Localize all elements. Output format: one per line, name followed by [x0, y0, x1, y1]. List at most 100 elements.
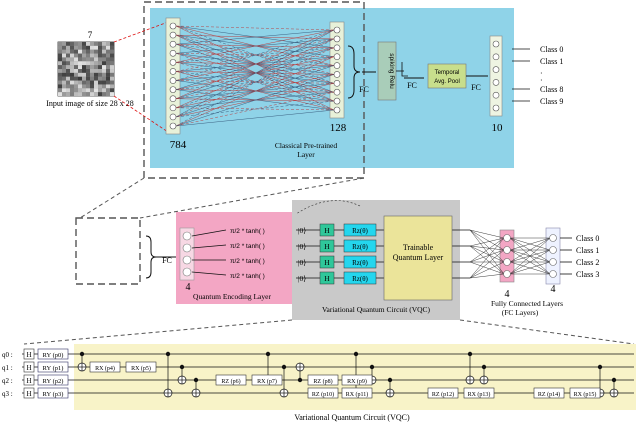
input-pixel [90, 49, 94, 54]
pretrained-line2: Layer [297, 150, 315, 159]
input-pixel [102, 61, 106, 66]
neuron-128 [333, 53, 341, 60]
encoding-neuron [182, 255, 192, 265]
input-pixel [102, 80, 106, 85]
output-neuron [549, 270, 557, 278]
fc-label-mid: FC [162, 256, 172, 265]
rz-gate-label: Rz(θ) [352, 243, 368, 251]
input-pixel [110, 88, 114, 93]
rotation-gate-label: RX (p15) [574, 391, 597, 398]
input-pixel [82, 61, 86, 66]
input-pixel [98, 84, 102, 89]
neuron-10 [492, 104, 500, 112]
input-pixel [94, 84, 98, 89]
rotation-gate-label: RX (p13) [468, 391, 491, 398]
fc-connection [469, 229, 505, 263]
input-pixel [70, 88, 74, 93]
connection [175, 38, 335, 127]
input-pixel [90, 72, 94, 77]
label-10: 10 [492, 122, 504, 134]
top-class-label: · [540, 69, 543, 78]
input-pixel [70, 53, 74, 58]
rotation-gate-label: RX (p7) [257, 378, 277, 385]
rz-gate [343, 271, 377, 285]
mid-class-label: Class 2 [576, 258, 599, 267]
input-pixel [62, 88, 66, 93]
input-pixel [66, 84, 70, 89]
neuron-128 [333, 62, 341, 69]
connection [175, 25, 335, 31]
input-pixel [62, 57, 66, 62]
label-4-enc: 4 [186, 282, 191, 293]
input-pixel [86, 84, 90, 89]
fc-network [469, 227, 561, 285]
classical-section: 7 Input image of size 28 x 28 784 128 Cl… [46, 1, 563, 179]
neuron-784 [169, 31, 177, 39]
ry-gate-label: RY (p3) [43, 391, 64, 398]
input-pixel [58, 72, 62, 77]
input-pixel [110, 92, 114, 97]
rotation-gate [427, 387, 459, 399]
trainable-line1: Trainable [403, 243, 434, 252]
input-pixel [58, 65, 62, 70]
input-pixel [94, 88, 98, 93]
input-pixel [90, 69, 94, 73]
connection [175, 29, 335, 45]
input-pixel [74, 42, 78, 46]
input-pixel [78, 69, 82, 73]
input-pixel [110, 69, 114, 73]
input-pixel [90, 42, 94, 46]
layer-10 [489, 35, 503, 117]
input-pixel [74, 45, 78, 50]
connection [175, 56, 335, 127]
ry-gate-label: RY (p0) [43, 352, 64, 359]
input-pixel [106, 80, 110, 85]
ket-zero: |0⟩ [298, 242, 306, 251]
fc-label-2: FC [407, 81, 417, 90]
input-pixel [90, 61, 94, 66]
rotation-gate [463, 387, 495, 399]
input-pixel [110, 61, 114, 66]
rotation-gate-label: RX (p5) [131, 365, 151, 372]
input-pixel [74, 84, 78, 89]
input-caption: Input image of size 28 x 28 [46, 99, 134, 108]
fc-label-1: FC [359, 85, 369, 94]
input-pixel [94, 80, 98, 85]
input-pixel [86, 69, 90, 73]
input-pixel [74, 72, 78, 77]
h-gate [23, 361, 35, 373]
output-neuron [549, 258, 557, 266]
input-pixel [74, 49, 78, 54]
input-pixel [62, 49, 66, 54]
input-pixel [98, 45, 102, 50]
encoding-nodes [182, 231, 192, 277]
ket-zero: |0⟩ [298, 274, 306, 283]
input-pixel [94, 69, 98, 73]
input-pixel [98, 80, 102, 85]
input-pixel [78, 49, 82, 54]
input-pixel [102, 45, 106, 50]
input-pixel [78, 53, 82, 58]
ry-gate [37, 348, 69, 360]
input-pixel [62, 65, 66, 70]
input-pixel [78, 45, 82, 50]
h-gate-label: H [26, 364, 31, 372]
mid-class-label: Class 0 [576, 234, 599, 243]
qubit-label: q3 : [2, 390, 13, 398]
input-pixel [82, 84, 86, 89]
layer-128-nodes [333, 26, 341, 114]
zoom-box-middle [75, 217, 141, 285]
h-gate-label: H [324, 226, 330, 235]
input-pixel [110, 80, 114, 85]
input-pixel [70, 65, 74, 70]
fc-connection [469, 229, 505, 251]
encoding-neuron [182, 231, 192, 241]
input-pixel [62, 53, 66, 58]
control-dot [193, 377, 199, 383]
input-pixel [70, 72, 74, 77]
h-gate [319, 271, 335, 285]
input-pixel [86, 61, 90, 66]
input-pixel [110, 53, 114, 58]
fc-neuron [503, 270, 511, 278]
connection [175, 74, 335, 127]
